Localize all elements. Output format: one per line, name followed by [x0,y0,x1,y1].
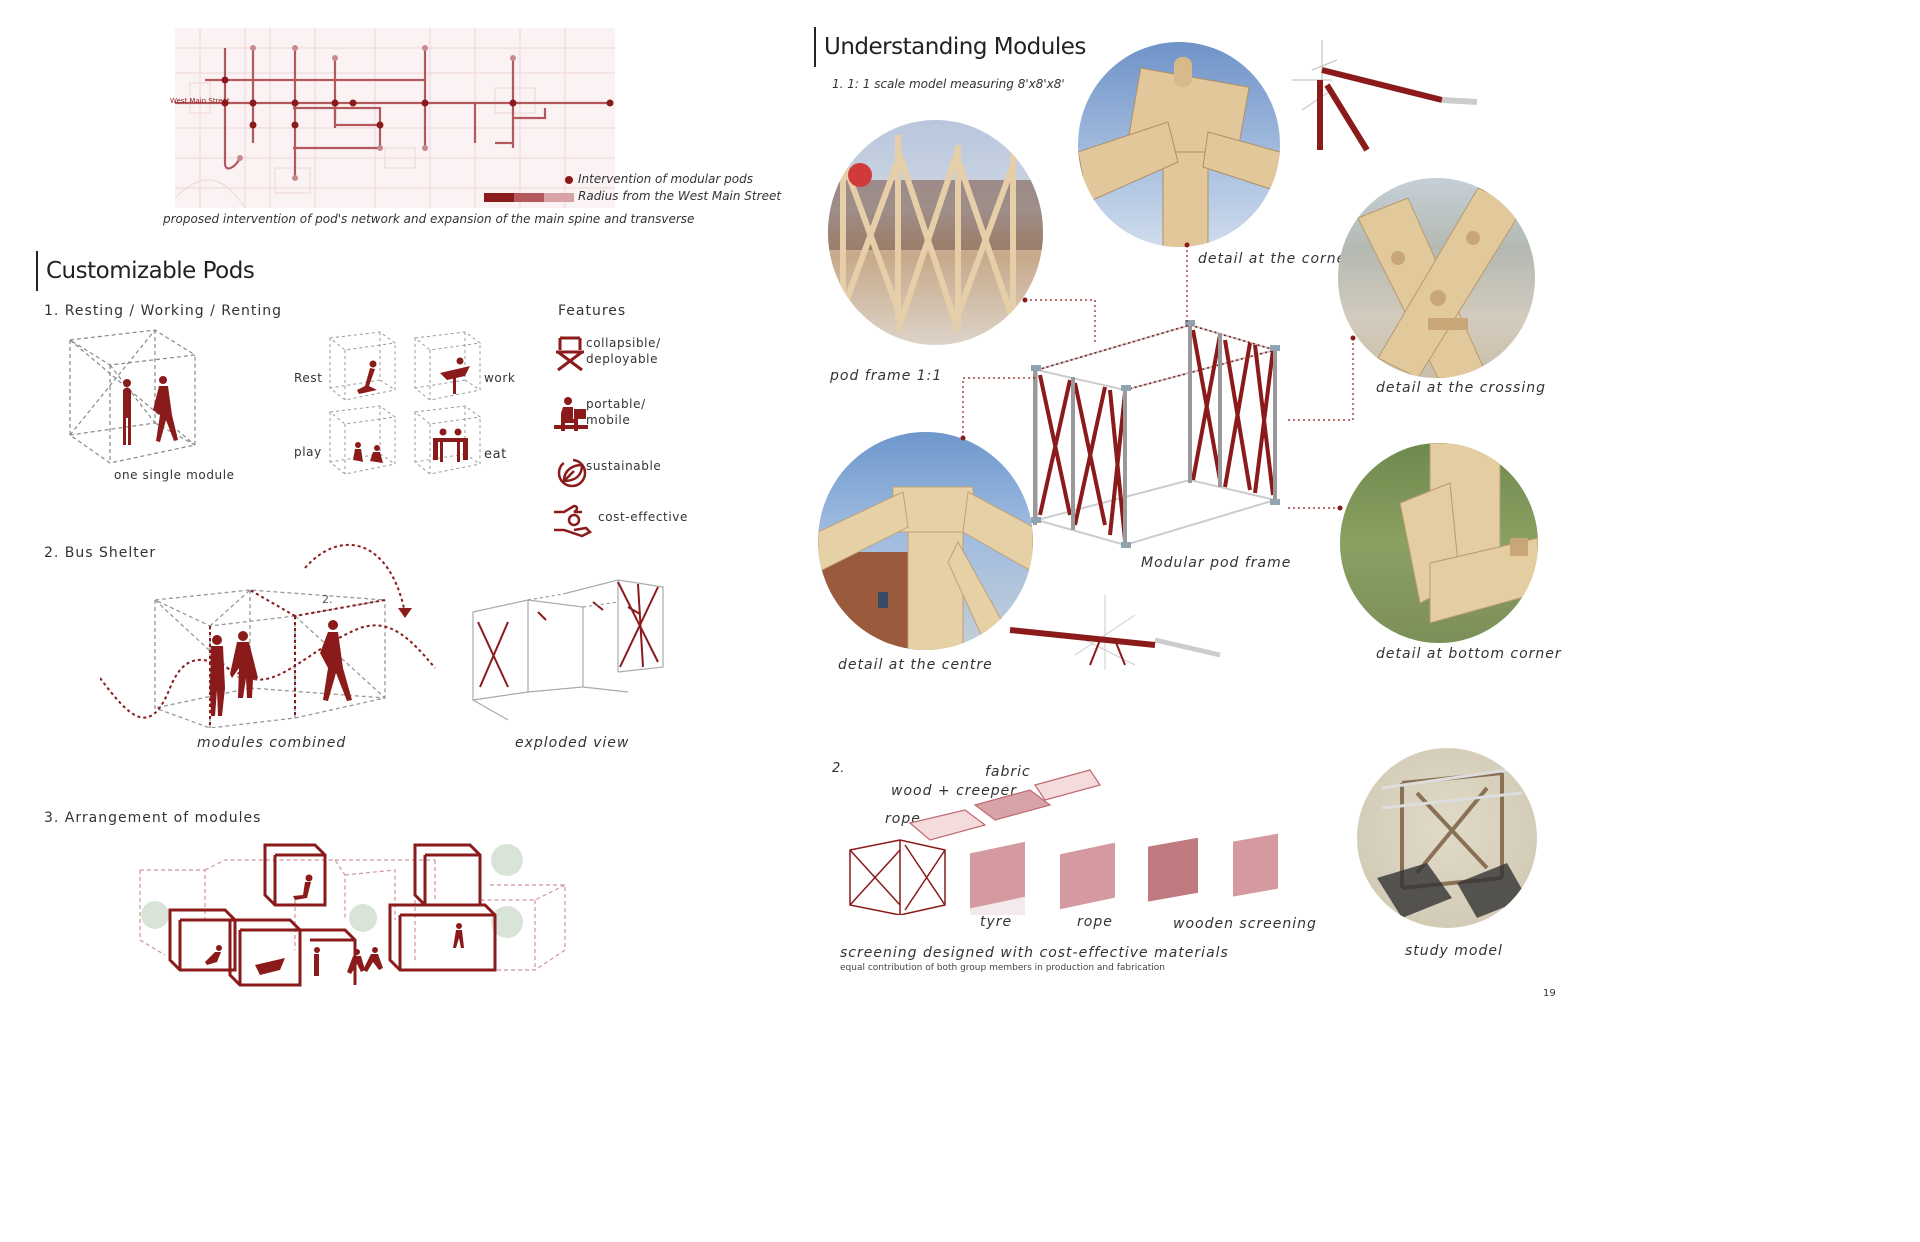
centre-sketch [1005,595,1225,675]
caption-modular: Modular pod frame [1141,555,1292,571]
material-fabric: fabric [985,764,1031,780]
screening-materials-diagram [845,765,1285,925]
shelter-marker: 2. [322,593,333,606]
chair-icon [556,336,584,372]
legend-radius: Radius from the West Main Street [578,189,782,203]
use-play-label: play [294,445,322,459]
corner-detail-photo [1078,42,1280,247]
caption-pod-frame: pod frame 1:1 [830,368,943,384]
credit-line: equal contribution of both group members… [840,963,1166,973]
section-title-customizable-pods: Customizable Pods [36,251,255,291]
section2-heading: 2. Bus Shelter [44,545,157,561]
feature-collapsible-label: collapsible/ deployable [586,336,661,366]
modular-pod-frame-diagram [1025,315,1295,560]
use-rest-label: Rest [294,371,323,385]
item1-label: 1. 1: 1 scale model measuring 8'x8'x8' [832,77,1065,91]
material-tyre: tyre [980,914,1013,930]
exploded-caption: exploded view [515,735,630,751]
person-carry-icon [554,397,588,431]
pod-markers [221,76,614,129]
caption-centre: detail at the centre [838,657,993,673]
material-wood-creeper: wood + creeper [891,783,1018,799]
single-module-caption: one single module [114,468,235,482]
section3-heading: 3. Arrangement of modules [44,810,262,826]
pod-frame-photo [828,120,1043,345]
section-title-understanding-modules: Understanding Modules [814,27,1086,67]
network-map-graphic [174,28,615,209]
material-rope: rope [1077,914,1113,930]
screening-caption: screening designed with cost-effective m… [840,945,1229,961]
use-modules-grid [325,328,485,476]
combined-caption: modules combined [197,735,347,751]
study-model-caption: study model [1405,943,1503,959]
caption-corner: detail at the corner [1198,251,1354,267]
exploded-view-diagram [468,572,668,722]
caption-crossing: detail at the crossing [1376,380,1546,396]
legend-radius-swatch [484,193,574,202]
network-map [174,28,615,209]
corner-sketch [1292,40,1482,160]
section1-heading: 1. Resting / Working / Renting [44,303,283,319]
feature-portable-label: portable/ mobile [586,397,646,427]
leaf-icon [557,458,587,488]
crossing-detail-photo [1338,178,1535,378]
material-wooden-screening: wooden screening [1173,916,1317,932]
centre-detail-photo [818,432,1033,650]
legend-pods: Intervention of modular pods [578,172,753,186]
single-module-diagram [60,325,200,465]
bottom-corner-detail-photo [1340,443,1538,643]
item2-label: 2. [832,761,845,776]
hand-coin-icon [554,504,592,538]
study-model-photo [1357,748,1537,928]
page-number: 19 [1543,988,1556,999]
feature-cost-effective-label: cost-effective [598,510,688,524]
legend-dot-icon [565,176,573,184]
use-work-label: work [484,371,516,385]
use-eat-label: eat [484,447,507,462]
street-label: West Main Street [170,97,230,105]
arrangement-diagram [135,840,575,1000]
bus-shelter-diagram: 2. [99,528,440,729]
map-caption: proposed intervention of pod's network a… [163,212,695,226]
feature-sustainable-label: sustainable [586,459,662,473]
caption-bottom-corner: detail at bottom corner [1376,646,1562,662]
features-heading: Features [558,303,627,319]
